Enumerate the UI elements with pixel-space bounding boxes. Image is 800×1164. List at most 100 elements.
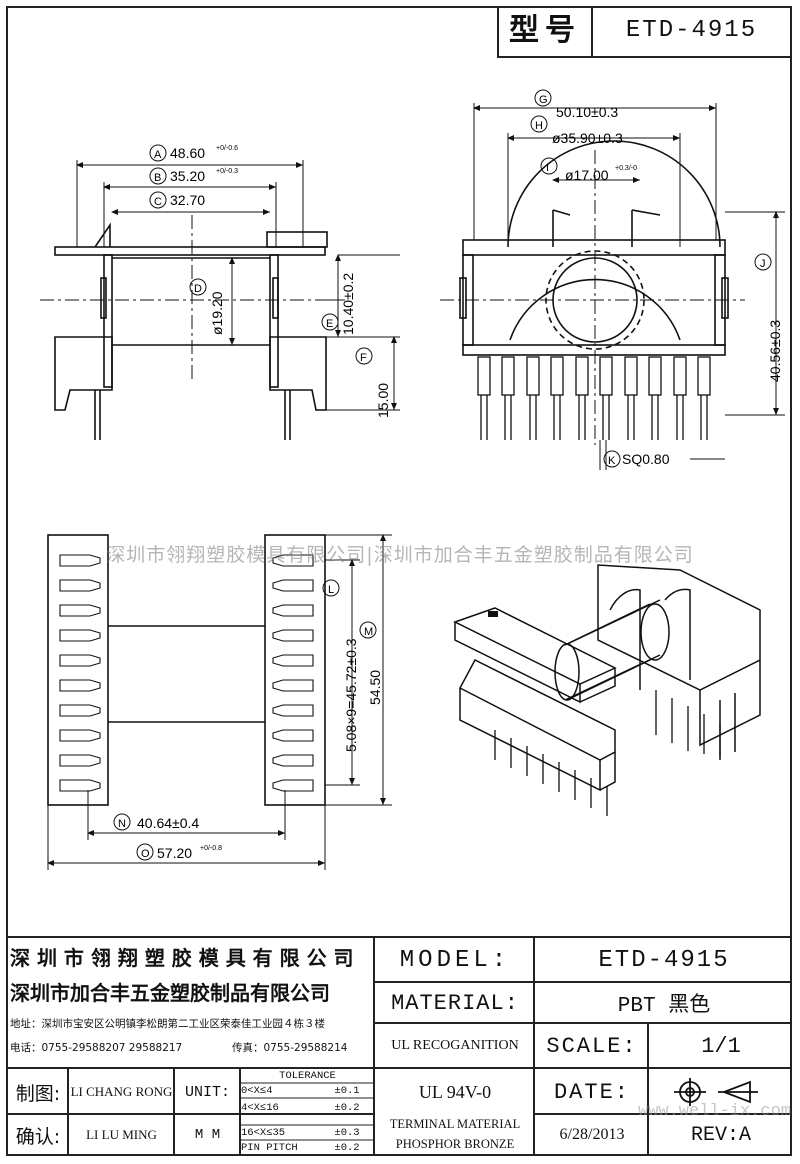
side-view-pins xyxy=(477,356,711,440)
tolerance-range: PIN PITCH xyxy=(241,1142,298,1154)
projection-symbol-icon xyxy=(674,1078,758,1106)
tolerance-range: 16<X≤35 xyxy=(241,1127,286,1139)
svg-text:40.56±0.3: 40.56±0.3 xyxy=(767,320,783,382)
tolerance-range: 4<X≤16 xyxy=(241,1102,279,1114)
dim-K: K SQ0.80 xyxy=(603,450,670,468)
svg-text:40.64±0.4: 40.64±0.4 xyxy=(137,815,199,831)
front-view-dims xyxy=(76,160,400,411)
scale-value: 1/1 xyxy=(701,1033,741,1059)
svg-text:54.50: 54.50 xyxy=(367,670,383,705)
model-label: MODEL: xyxy=(399,946,511,974)
bottom-view-dims xyxy=(47,534,392,870)
tolerance-title: TOLERANCE xyxy=(279,1070,336,1082)
model-header-value: ETD-4915 xyxy=(625,17,758,44)
svg-text:35.20: 35.20 xyxy=(170,168,205,184)
front-view-centerlines xyxy=(40,215,345,380)
company-fax: 传真：0755-29588214 xyxy=(232,1041,348,1054)
tolerance-value: ±0.2 xyxy=(334,1102,360,1114)
svg-text:ø35.90±0.3: ø35.90±0.3 xyxy=(552,130,623,146)
unit-label: UNIT: xyxy=(184,1083,230,1101)
svg-text:I: I xyxy=(546,162,549,174)
svg-text:O: O xyxy=(141,848,150,860)
revision: REV:A xyxy=(690,1123,751,1147)
svg-text:57.20: 57.20 xyxy=(157,845,192,861)
iso-tab-marker xyxy=(488,611,498,617)
svg-text:N: N xyxy=(118,818,126,830)
drawn-label: 制图: xyxy=(15,1082,61,1105)
company-address: 地址：深圳市宝安区公明镇李松朗第二工业区荣泰佳工业园４栋３楼 xyxy=(10,1017,325,1030)
tolerance-value: ±0.3 xyxy=(334,1127,360,1139)
ul-label: UL RECOGANITION xyxy=(391,1038,519,1053)
ul-value: UL 94V-0 xyxy=(418,1081,492,1102)
dim-L: L5.08×9=45.72±0.3 xyxy=(322,579,359,752)
svg-text:F: F xyxy=(360,352,367,364)
scale-label: SCALE: xyxy=(546,1033,638,1059)
unit-value: M M xyxy=(194,1127,221,1143)
dim-J: J 40.56±0.3 xyxy=(754,253,783,382)
svg-text:M: M xyxy=(364,626,373,638)
svg-text:+0/-0.3: +0/-0.3 xyxy=(216,168,238,175)
svg-text:J: J xyxy=(760,258,766,270)
dim-A: A 48.60 +0/-0.6 xyxy=(149,144,238,162)
dim-M: M 54.50 xyxy=(359,621,383,705)
dim-N: N 40.64±0.4 xyxy=(113,813,199,831)
company-name-2: 深圳市加合丰五金塑胶制品有限公司 xyxy=(10,980,330,1005)
bottom-view xyxy=(47,534,326,806)
svg-text:10.40±0.2: 10.40±0.2 xyxy=(340,273,356,335)
svg-text:+0/-0.6: +0/-0.6 xyxy=(216,145,238,152)
svg-text:K: K xyxy=(608,455,616,467)
svg-text:G: G xyxy=(539,94,548,106)
side-view-dims xyxy=(473,103,785,470)
dim-O: O 57.20 +0/-0.8 xyxy=(136,843,222,861)
model-header-label: 型号 xyxy=(499,6,593,56)
title-block-grid xyxy=(6,936,792,1156)
svg-text:L: L xyxy=(328,584,334,596)
material-label: MATERIAL: xyxy=(391,990,519,1016)
terminal-material: PHOSPHOR BRONZE xyxy=(395,1136,515,1151)
company-phone: 电话：0755-29588207 29588217 xyxy=(10,1041,183,1054)
tolerance-value: ±0.1 xyxy=(334,1085,360,1097)
svg-text:ø17.00: ø17.00 xyxy=(565,167,609,183)
svg-text:SQ0.80: SQ0.80 xyxy=(622,451,670,467)
date-label: DATE: xyxy=(553,1079,630,1105)
dim-E: E 10.40±0.2 xyxy=(321,273,356,335)
svg-text:50.10±0.3: 50.10±0.3 xyxy=(556,104,618,120)
checked-name: LI LU MING xyxy=(86,1127,157,1142)
drawing-frame xyxy=(6,6,792,1156)
svg-text:H: H xyxy=(535,120,543,132)
dim-F: F 15.00 xyxy=(355,347,391,418)
website-watermark: www.well-ix.com xyxy=(638,1102,792,1121)
date-value: 6/28/2013 xyxy=(559,1126,625,1143)
svg-text:D: D xyxy=(194,283,202,295)
svg-text:E: E xyxy=(326,318,333,330)
tolerance-value: ±0.2 xyxy=(334,1142,360,1154)
isometric-pins xyxy=(494,690,721,816)
svg-text:15.00: 15.00 xyxy=(375,383,391,418)
material-value: PBT 黑色 xyxy=(617,995,711,1018)
terminal-label: TERMINAL MATERIAL xyxy=(389,1116,521,1131)
isometric-view xyxy=(453,564,761,792)
bottom-view-pads xyxy=(59,554,314,792)
side-view-centerlines xyxy=(440,150,745,445)
svg-text:48.60: 48.60 xyxy=(170,145,205,161)
svg-text:C: C xyxy=(154,196,162,208)
checked-label: 确认: xyxy=(15,1125,61,1148)
model-header: 型号 ETD-4915 xyxy=(497,6,792,58)
watermark-text: 深圳市翎翔塑胶模具有限公司|深圳市加合丰五金塑胶制品有限公司 xyxy=(106,544,694,566)
tolerance-range: 0<X≤4 xyxy=(241,1085,273,1097)
company-name-1: 深 圳 市 翎 翔 塑 胶 模 具 有 限 公 司 xyxy=(10,945,354,970)
front-view xyxy=(54,222,328,440)
svg-text:A: A xyxy=(154,149,162,161)
svg-text:ø19.20: ø19.20 xyxy=(209,291,225,335)
dim-G: G 50.10±0.3 xyxy=(534,89,618,120)
svg-text:+0.3/-0: +0.3/-0 xyxy=(615,165,637,172)
model-value: ETD-4915 xyxy=(598,946,730,974)
svg-text:+0/-0.8: +0/-0.8 xyxy=(200,845,222,852)
drawn-name: LI CHANG RONG xyxy=(70,1084,173,1099)
